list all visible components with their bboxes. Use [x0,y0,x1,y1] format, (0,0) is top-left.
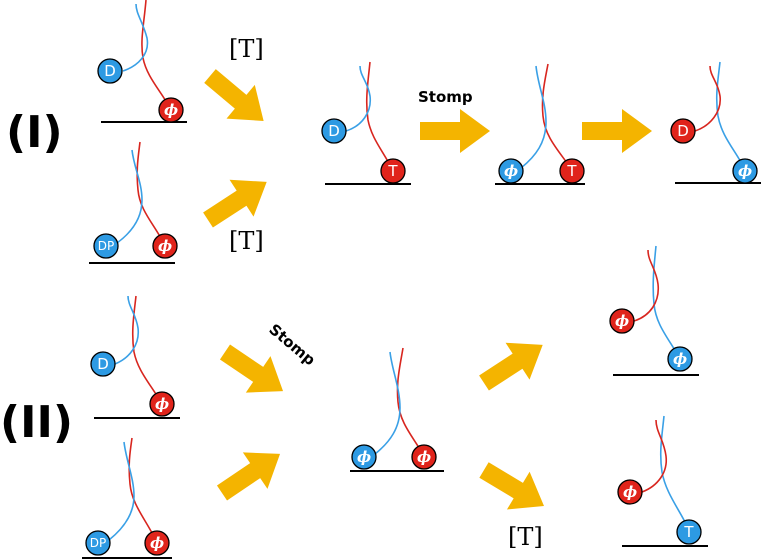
red-neck-line [694,65,721,132]
arrow [420,109,490,153]
blue-head [676,519,702,545]
blue-neck-line [122,3,149,72]
head-label-phi: ϕ [158,237,172,255]
head-label-phi: ϕ [615,312,629,330]
blue-neck-line [345,65,371,132]
red-neck-line [396,347,425,457]
red-head [411,444,437,470]
head-label-t: T [683,523,694,541]
blue-head [667,346,693,372]
head-label-phi: ϕ [673,350,687,368]
red-head [609,308,635,334]
red-neck-line [633,249,659,322]
head-label-dp: DP [98,239,114,253]
t-label: [T] [229,35,264,63]
red-neck-line [141,0,172,111]
row-label-II: (II) [0,397,73,448]
head-label-dp: DP [90,536,106,550]
red-head [158,97,184,123]
head-label-d: D [97,355,109,373]
blue-head [351,444,377,470]
blue-head [90,351,116,377]
head-label-phi: ϕ [150,534,164,552]
blue-head [93,233,119,259]
red-neck-line [128,437,158,544]
head-label-phi: ϕ [504,162,518,180]
red-head [617,479,643,505]
blue-head [97,58,123,84]
blue-head [85,530,111,556]
motor-i-5: D ϕ [670,61,761,184]
blue-neck-line [520,65,547,169]
red-head [144,530,170,556]
head-label-phi: ϕ [357,448,371,466]
motor-ii-1: D ϕ [90,295,180,419]
red-head [152,233,178,259]
motor-ii-3: ϕ ϕ [350,347,444,472]
motor-i-4: ϕ T [495,63,585,185]
motor-ii-5: ϕ T [617,415,708,547]
blue-neck-line [116,149,143,244]
t-label: [T] [508,523,543,551]
head-label-d: D [104,62,116,80]
arrow [582,109,652,153]
row-label-I: (I) [6,107,63,158]
arrow [195,59,278,138]
motor-ii-4: ϕ ϕ [609,245,699,376]
red-head [149,391,175,417]
blue-head [498,158,524,184]
arrow [472,326,555,402]
stomp-label: Stomp [265,320,319,369]
red-head [670,118,696,144]
red-neck-line [541,63,573,171]
blue-head [321,118,347,144]
stomp-label: Stomp [418,88,473,106]
head-label-d: D [677,122,689,140]
red-head [559,158,585,184]
blue-neck-line [715,61,746,171]
head-label-t: T [566,162,577,180]
head-label-d: D [328,122,340,140]
motor-i-1: D ϕ [97,0,187,123]
red-neck-line [136,141,166,247]
head-label-phi: ϕ [738,162,752,180]
blue-neck-line [374,351,401,455]
head-label-phi: ϕ [164,101,178,119]
blue-neck-line [659,415,690,531]
arrow [472,451,556,525]
red-neck-line [365,61,394,172]
red-head [380,158,406,184]
head-label-t: T [387,162,398,180]
arrow [209,435,293,512]
blue-neck-line [652,245,681,360]
red-neck-line [131,295,163,405]
head-label-phi: ϕ [623,483,637,501]
head-label-phi: ϕ [155,395,169,413]
blue-neck-line [114,295,140,365]
motor-ii-2: DP ϕ [82,437,172,559]
blue-neck-line [108,441,135,541]
red-neck-line [641,419,667,493]
head-label-phi: ϕ [417,448,431,466]
motor-i-2: DP ϕ [89,141,178,264]
motor-i-3: D T [321,61,411,185]
t-label: [T] [229,227,264,255]
blue-head [732,158,758,184]
